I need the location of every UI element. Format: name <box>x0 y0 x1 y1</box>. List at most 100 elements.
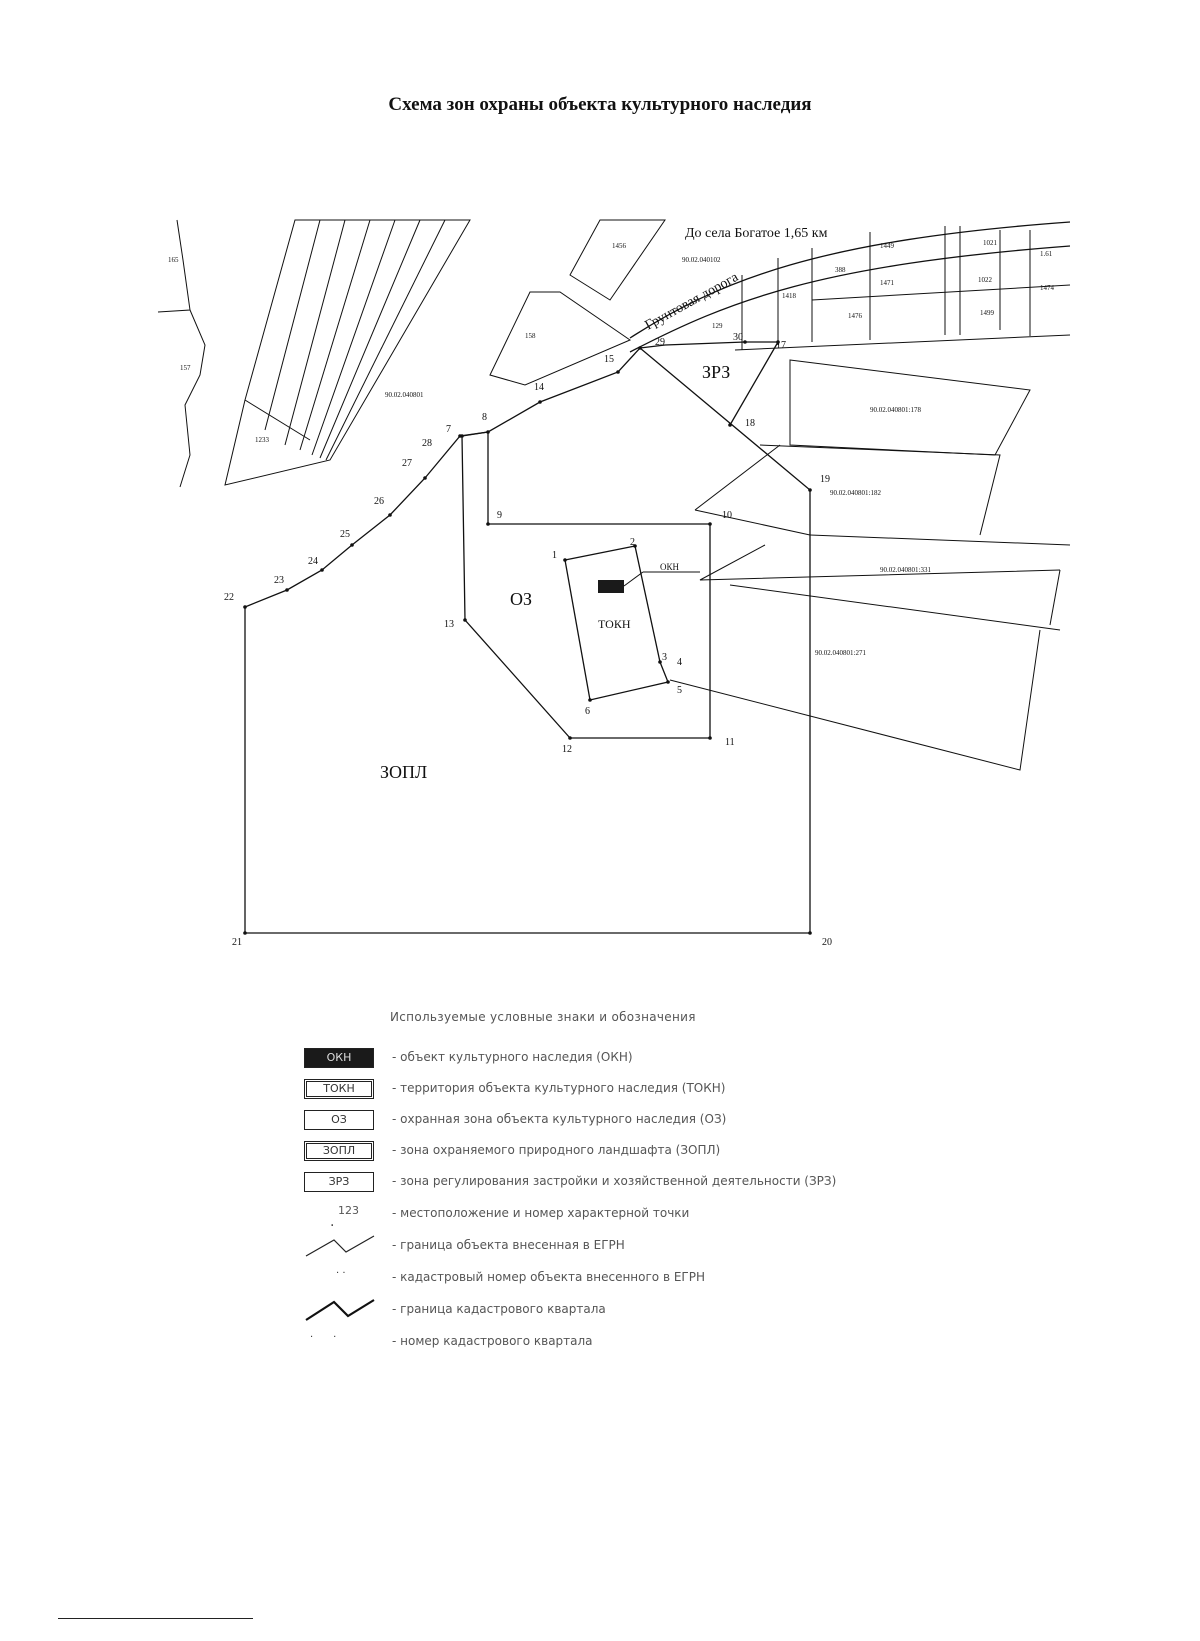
svg-text:129: 129 <box>712 322 723 330</box>
legend-text: - граница объекта внесенная в ЕГРН <box>392 1238 625 1252</box>
point-10: 10 <box>722 510 732 521</box>
road-label: Грунтовая дорога <box>643 270 742 334</box>
tokn-boundary <box>564 545 669 701</box>
legend-item-cadastral-number: · · - кадастровый номер объекта внесенно… <box>300 1266 980 1292</box>
legend-item-tokn: ТОКН - территория объекта культурного на… <box>300 1077 980 1103</box>
zone-label-oz: ОЗ <box>510 589 532 609</box>
zone-label-zopl: ЗОПЛ <box>380 762 427 782</box>
svg-text:1022: 1022 <box>978 276 993 284</box>
point-24: 24 <box>308 556 318 567</box>
legend-text: - зона регулирования застройки и хозяйст… <box>392 1174 837 1188</box>
point-26: 26 <box>374 496 384 507</box>
svg-text:165: 165 <box>168 256 179 264</box>
svg-text:1021: 1021 <box>983 239 998 247</box>
cadastral-number-icon: · · <box>336 1268 346 1279</box>
legend-item-point: · 123 - местоположение и номер характерн… <box>300 1202 980 1234</box>
destination-label: До села Богатое 1,65 км <box>685 226 828 241</box>
point-12: 12 <box>562 744 572 755</box>
top-parcels: 1456 158 90.02.040102 До села Богатое 1,… <box>489 219 1071 386</box>
point-30: 30 <box>733 332 743 343</box>
legend-item-zrz: ЗРЗ - зона регулирования застройки и хоз… <box>300 1170 980 1196</box>
svg-text:1499: 1499 <box>980 309 995 317</box>
legend-text: - охранная зона объекта культурного насл… <box>392 1112 727 1126</box>
legend-text: - территория объекта культурного наследи… <box>392 1081 726 1095</box>
legend-text: - кадастровый номер объекта внесенного в… <box>392 1270 705 1284</box>
svg-text:1449: 1449 <box>880 242 895 250</box>
point-11: 11 <box>725 737 735 748</box>
parcel-label: 90.02.040801:178 <box>870 406 921 414</box>
legend-item-zopl: ЗОПЛ - зона охраняемого природного ландш… <box>300 1139 980 1165</box>
page-title: Схема зон охраны объекта культурного нас… <box>388 94 812 115</box>
legend-item-quarter-number: ·· - номер кадастрового квартала <box>300 1330 980 1356</box>
point-1: 1 <box>552 550 557 561</box>
legend-item-oz: ОЗ - охранная зона объекта культурного н… <box>300 1108 980 1134</box>
legend-text: - номер кадастрового квартала <box>392 1334 593 1348</box>
point-15: 15 <box>604 354 614 365</box>
legend-symbol-zrz: ЗРЗ <box>304 1172 374 1192</box>
svg-text:1456: 1456 <box>612 242 627 250</box>
point-19: 19 <box>820 474 830 485</box>
legend-item-egrn-boundary: - граница объекта внесенная в ЕГРН <box>300 1234 980 1260</box>
point-3: 3 <box>662 652 667 663</box>
point-20: 20 <box>822 937 832 948</box>
point-18: 18 <box>745 418 755 429</box>
legend-symbol-zopl: ЗОПЛ <box>304 1141 374 1161</box>
parcel-label: 90.02.040801:271 <box>815 649 866 657</box>
point-22: 22 <box>224 592 234 603</box>
point-23: 23 <box>274 575 284 586</box>
okn-marker <box>598 580 624 593</box>
point-27: 27 <box>402 458 412 469</box>
point-2: 2 <box>630 537 635 548</box>
legend-item-okn: ОКН - объект культурного наследия (ОКН) <box>300 1046 980 1072</box>
quarter-label: 90.02.040801 <box>385 391 424 399</box>
zrz-boundary <box>639 341 779 426</box>
point-17: 17 <box>776 340 786 351</box>
legend-symbol-okn: ОКН <box>304 1048 374 1068</box>
point-5: 5 <box>677 685 682 696</box>
point-25: 25 <box>340 529 350 540</box>
legend-symbol-point: 123 <box>338 1204 359 1217</box>
legend-text: - граница кадастрового квартала <box>392 1302 606 1316</box>
zone-label-tokn: ТОКН <box>598 617 631 631</box>
left-parcels: 165 157 1233 90.02.040801 <box>157 219 471 488</box>
point-9: 9 <box>497 510 502 521</box>
zone-label-okn: ОКН <box>660 562 680 572</box>
point-8: 8 <box>482 412 487 423</box>
right-parcels: 90.02.040801:178 90.02.040801:182 90.02.… <box>669 359 1071 771</box>
quarter-label: 90.02.040102 <box>682 256 721 264</box>
legend-text: - объект культурного наследия (ОКН) <box>392 1050 633 1064</box>
point-13: 13 <box>444 619 454 630</box>
parcel-label: 90.02.040801:182 <box>830 489 881 497</box>
point-4: 4 <box>677 657 682 668</box>
svg-text:1476: 1476 <box>848 312 863 320</box>
legend-symbol-tokn: ТОКН <box>304 1079 374 1099</box>
point-6: 6 <box>585 706 590 717</box>
legend-text: - зона охраняемого природного ландшафта … <box>392 1143 721 1157</box>
point-14: 14 <box>534 382 544 393</box>
point-21: 21 <box>232 937 242 948</box>
legend-title: Используемые условные знаки и обозначени… <box>390 1010 696 1024</box>
svg-text:158: 158 <box>525 332 536 340</box>
legend-text: - местоположение и номер характерной точ… <box>392 1206 690 1220</box>
boundary-line-icon <box>305 1235 375 1257</box>
svg-text:1471: 1471 <box>880 279 895 287</box>
parcel-label: 90.02.040801:331 <box>880 566 931 574</box>
svg-text:157: 157 <box>180 364 191 372</box>
legend-symbol-oz: ОЗ <box>304 1110 374 1130</box>
characteristic-points: 1 2 3 4 5 6 7 8 9 10 11 12 13 14 15 17 1… <box>224 332 832 948</box>
svg-text:1418: 1418 <box>782 292 797 300</box>
svg-text:1474: 1474 <box>1040 284 1055 292</box>
point-7: 7 <box>446 424 451 435</box>
svg-text:1.61: 1.61 <box>1040 250 1053 258</box>
svg-text:388: 388 <box>835 266 846 274</box>
footer-line <box>58 1618 253 1619</box>
point-28: 28 <box>422 438 432 449</box>
point-29: 29 <box>655 337 665 348</box>
quarter-number-icon: ·· <box>310 1332 357 1343</box>
point-dot-icon: · <box>330 1218 335 1234</box>
zone-label-zrz: ЗРЗ <box>702 362 730 382</box>
svg-text:1233: 1233 <box>255 436 270 444</box>
quarter-boundary-icon <box>305 1299 375 1321</box>
oz-boundary <box>461 431 711 739</box>
